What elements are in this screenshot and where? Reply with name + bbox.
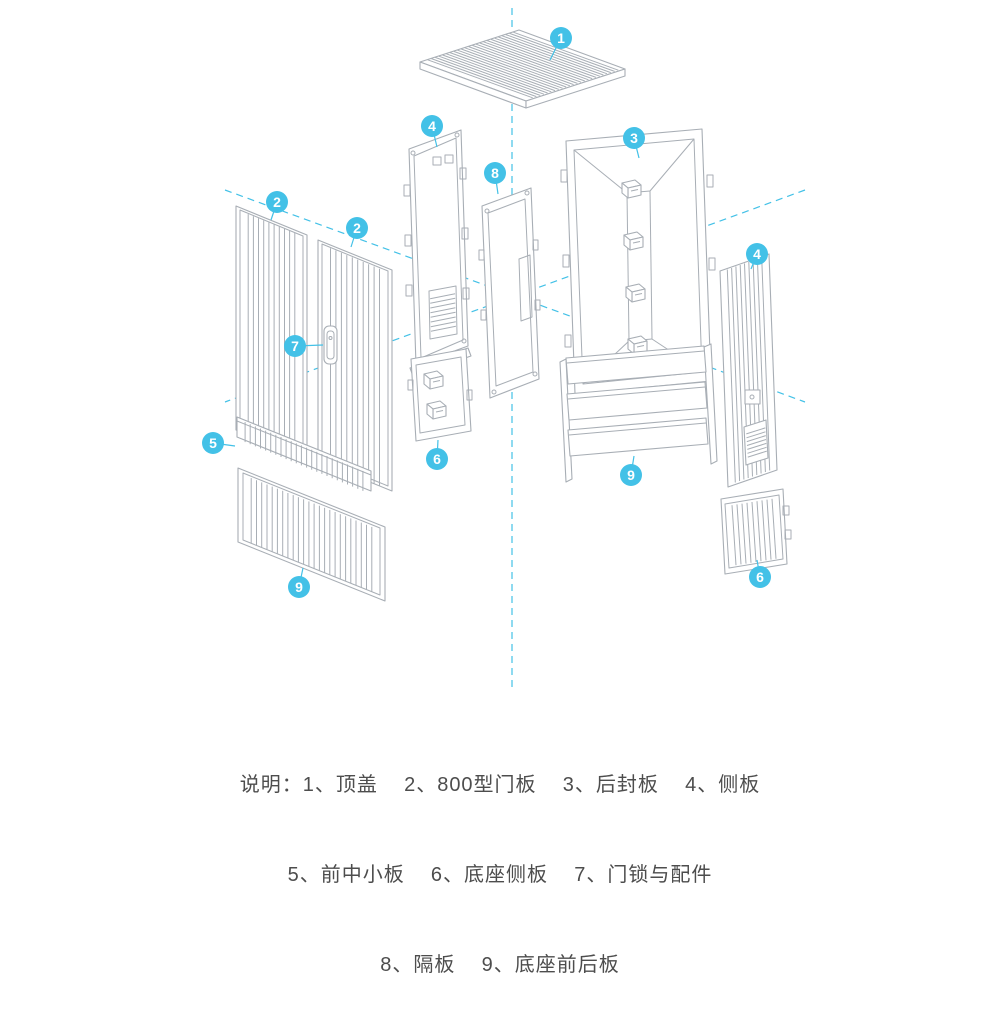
svg-text:5: 5 — [209, 435, 217, 451]
callout-6-right: 6 — [749, 559, 771, 588]
svg-text:7: 7 — [291, 338, 299, 354]
callout-1: 1 — [549, 27, 572, 61]
callout-3: 3 — [623, 127, 645, 159]
svg-text:8: 8 — [491, 165, 499, 181]
svg-text:6: 6 — [433, 451, 441, 467]
callout-2-right: 2 — [346, 217, 368, 248]
part-4-side-panel-right — [719, 253, 778, 488]
part-1-top-cover — [419, 29, 626, 109]
callout-2-left: 2 — [266, 191, 288, 221]
legend-line-3: 8、隔板 9、底座前后板 — [380, 954, 620, 976]
svg-text:9: 9 — [627, 467, 635, 483]
legend-line-2: 5、前中小板 6、底座侧板 7、门锁与配件 — [287, 864, 713, 886]
callout-4-right: 4 — [746, 243, 768, 270]
callout-9-right: 9 — [620, 455, 642, 486]
legend-line-1: 说明：1、顶盖 2、800型门板 3、后封板 4、侧板 — [239, 774, 761, 796]
callout-9-left: 9 — [288, 567, 310, 598]
svg-text:2: 2 — [273, 194, 281, 210]
part-9-base-panel-left — [237, 467, 386, 602]
part-5-front-small-panel — [236, 416, 372, 492]
part-6-base-side-right — [720, 488, 792, 575]
legend: 说明：1、顶盖 2、800型门板 3、后封板 4、侧板 5、前中小板 6、底座侧… — [0, 710, 1000, 1010]
callout-8: 8 — [484, 162, 506, 195]
svg-text:3: 3 — [630, 130, 638, 146]
callout-4-center: 4 — [421, 115, 443, 148]
part-2-door-right — [317, 239, 393, 492]
callout-7: 7 — [284, 335, 324, 357]
exploded-cabinet-diagram: 1 4 3 8 2 2 4 7 5 6 — [202, 8, 806, 688]
callout-5: 5 — [202, 432, 236, 454]
svg-text:1: 1 — [557, 30, 565, 46]
svg-text:4: 4 — [753, 246, 761, 262]
svg-text:4: 4 — [428, 118, 436, 134]
part-9-base-rail-right — [559, 343, 718, 483]
svg-text:2: 2 — [353, 220, 361, 236]
part-4-side-panel-center — [403, 129, 472, 377]
part-6-base-side-center — [407, 348, 473, 442]
callout-6-center: 6 — [426, 439, 448, 470]
svg-text:9: 9 — [295, 579, 303, 595]
svg-text:6: 6 — [756, 569, 764, 585]
part-7-door-lock — [323, 325, 338, 365]
part-8-partition — [478, 187, 541, 399]
